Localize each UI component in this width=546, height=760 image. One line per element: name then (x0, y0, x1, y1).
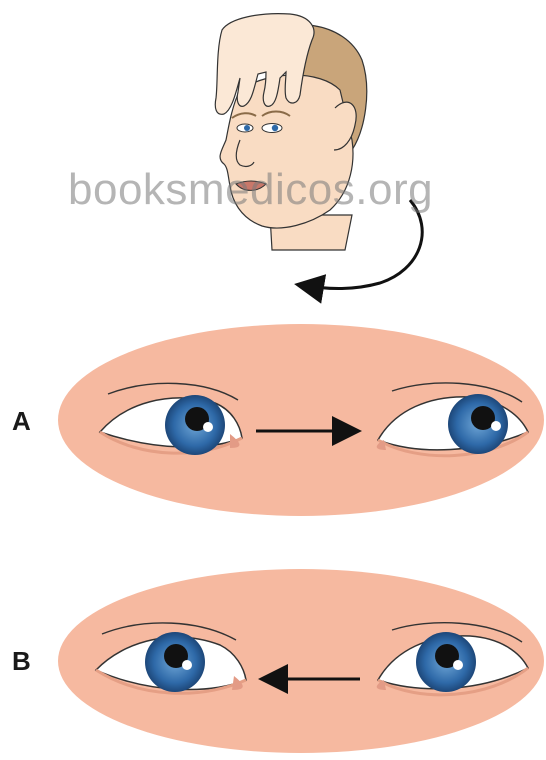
highlight-right-a (491, 421, 501, 431)
highlight-right-b (453, 660, 463, 670)
highlight-left-a (203, 422, 213, 432)
panel-a (58, 324, 544, 516)
head-iris-right (272, 125, 278, 131)
watermark: booksmedicos.org (68, 165, 433, 215)
panel-label-b: B (12, 646, 31, 677)
highlight-left-b (182, 660, 192, 670)
examiner-hand (215, 14, 314, 115)
panel-b (58, 569, 544, 753)
head-iris-left (244, 125, 250, 131)
panel-label-a: A (12, 406, 31, 437)
